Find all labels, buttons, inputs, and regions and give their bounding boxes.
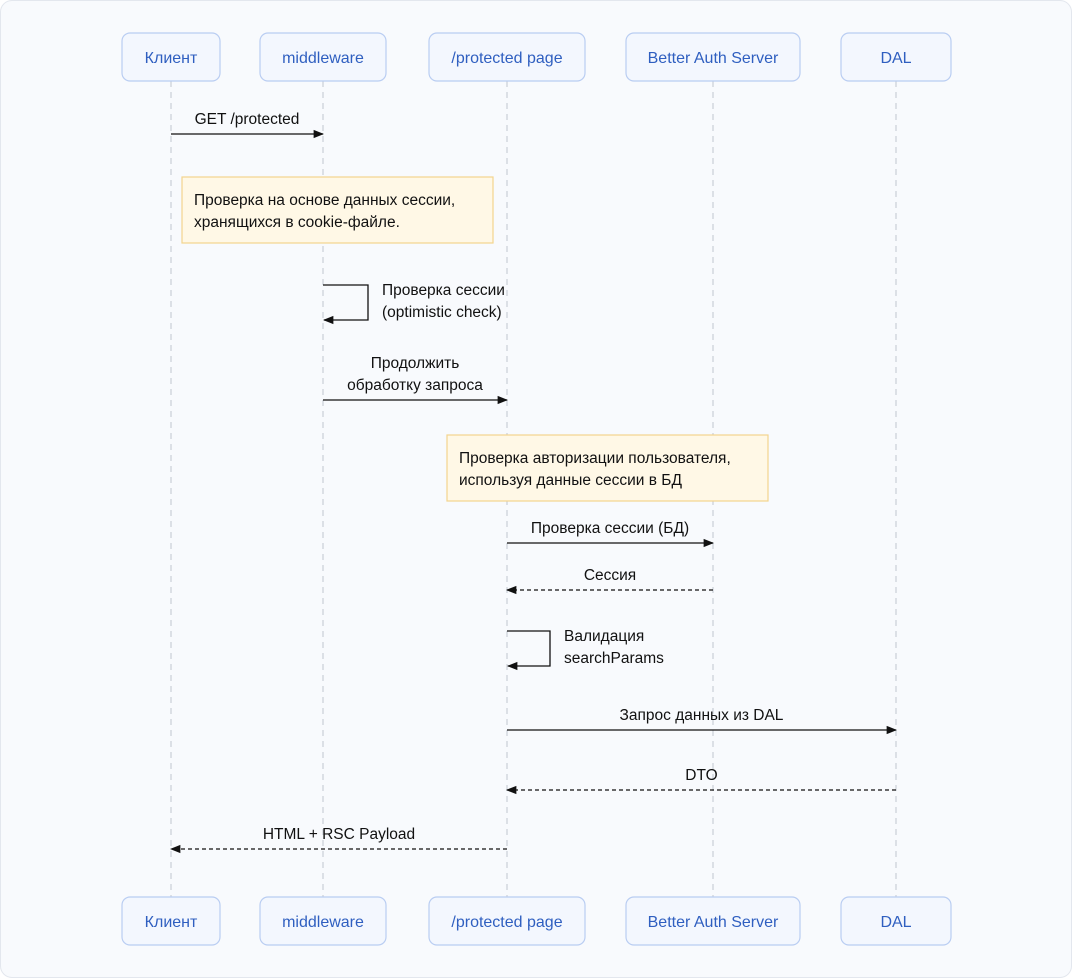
message-label: Проверка сессии (БД) — [531, 520, 689, 537]
participant-label: Клиент — [145, 914, 198, 931]
participant-label: DAL — [880, 50, 911, 67]
message-label: Продолжить — [371, 355, 460, 372]
step-message: GET /protected — [171, 111, 325, 139]
participant-label: /protected page — [451, 914, 562, 931]
step-message: Сессия — [505, 567, 713, 595]
self-message-label: searchParams — [564, 650, 664, 667]
self-message-label: Валидация — [564, 628, 644, 645]
participant-bottom-auth: Better Auth Server — [625, 896, 801, 946]
participant-bottom-middleware: middleware — [259, 896, 387, 946]
participant-box — [428, 896, 586, 946]
note-box — [446, 434, 769, 502]
message-label: GET /protected — [195, 111, 300, 128]
participant-top-auth: Better Auth Server — [625, 32, 801, 82]
step-note: Проверка на основе данных сессии, хранящи… — [181, 176, 494, 244]
note-text: используя данные сессии в БД — [459, 472, 682, 489]
participant-box — [840, 896, 952, 946]
message-label: HTML + RSC Payload — [263, 826, 415, 843]
message-label: Сессия — [584, 567, 636, 584]
participant-top-dal: DAL — [840, 32, 952, 82]
participant-label: Better Auth Server — [648, 914, 779, 931]
step-self: Валидация searchParams — [506, 628, 664, 671]
participant-label: middleware — [282, 50, 364, 67]
participant-top-middleware: middleware — [259, 32, 387, 82]
participant-label: /protected page — [451, 50, 562, 67]
step-message: DTO — [505, 767, 896, 795]
participant-box — [625, 896, 801, 946]
self-message-arrow — [322, 284, 369, 325]
participant-box — [428, 32, 586, 82]
participant-top-client: Клиент — [121, 32, 221, 82]
note-text: Проверка на основе данных сессии, — [194, 192, 455, 209]
participant-top-page: /protected page — [428, 32, 586, 82]
participant-box — [840, 32, 952, 82]
message-label: обработку запроса — [347, 377, 483, 394]
participant-label: Клиент — [145, 50, 198, 67]
participant-box — [121, 896, 221, 946]
self-message-label: (optimistic check) — [382, 304, 502, 321]
note-text: Проверка авторизации пользователя, — [459, 450, 731, 467]
participant-bottom-page: /protected page — [428, 896, 586, 946]
participant-label: Better Auth Server — [648, 50, 779, 67]
participant-box — [121, 32, 221, 82]
participant-bottom-dal: DAL — [840, 896, 952, 946]
participant-box — [259, 896, 387, 946]
participant-label: DAL — [880, 914, 911, 931]
step-message: Проверка сессии (БД) — [507, 520, 715, 548]
participant-box — [625, 32, 801, 82]
note-text: хранящихся в cookie-файле. — [194, 214, 400, 231]
step-message: Продолжить обработку запроса — [323, 355, 509, 405]
self-message-arrow — [506, 630, 551, 671]
step-message: HTML + RSC Payload — [169, 826, 507, 854]
step-self: Проверка сессии (optimistic check) — [322, 282, 505, 325]
participant-label: middleware — [282, 914, 364, 931]
step-note: Проверка авторизации пользователя, исполь… — [446, 434, 769, 502]
note-box — [181, 176, 494, 244]
self-message-label: Проверка сессии — [382, 282, 505, 299]
participant-box — [259, 32, 387, 82]
participant-bottom-client: Клиент — [121, 896, 221, 946]
step-message: Запрос данных из DAL — [507, 707, 898, 735]
message-label: Запрос данных из DAL — [620, 707, 784, 724]
message-label: DTO — [685, 767, 717, 784]
